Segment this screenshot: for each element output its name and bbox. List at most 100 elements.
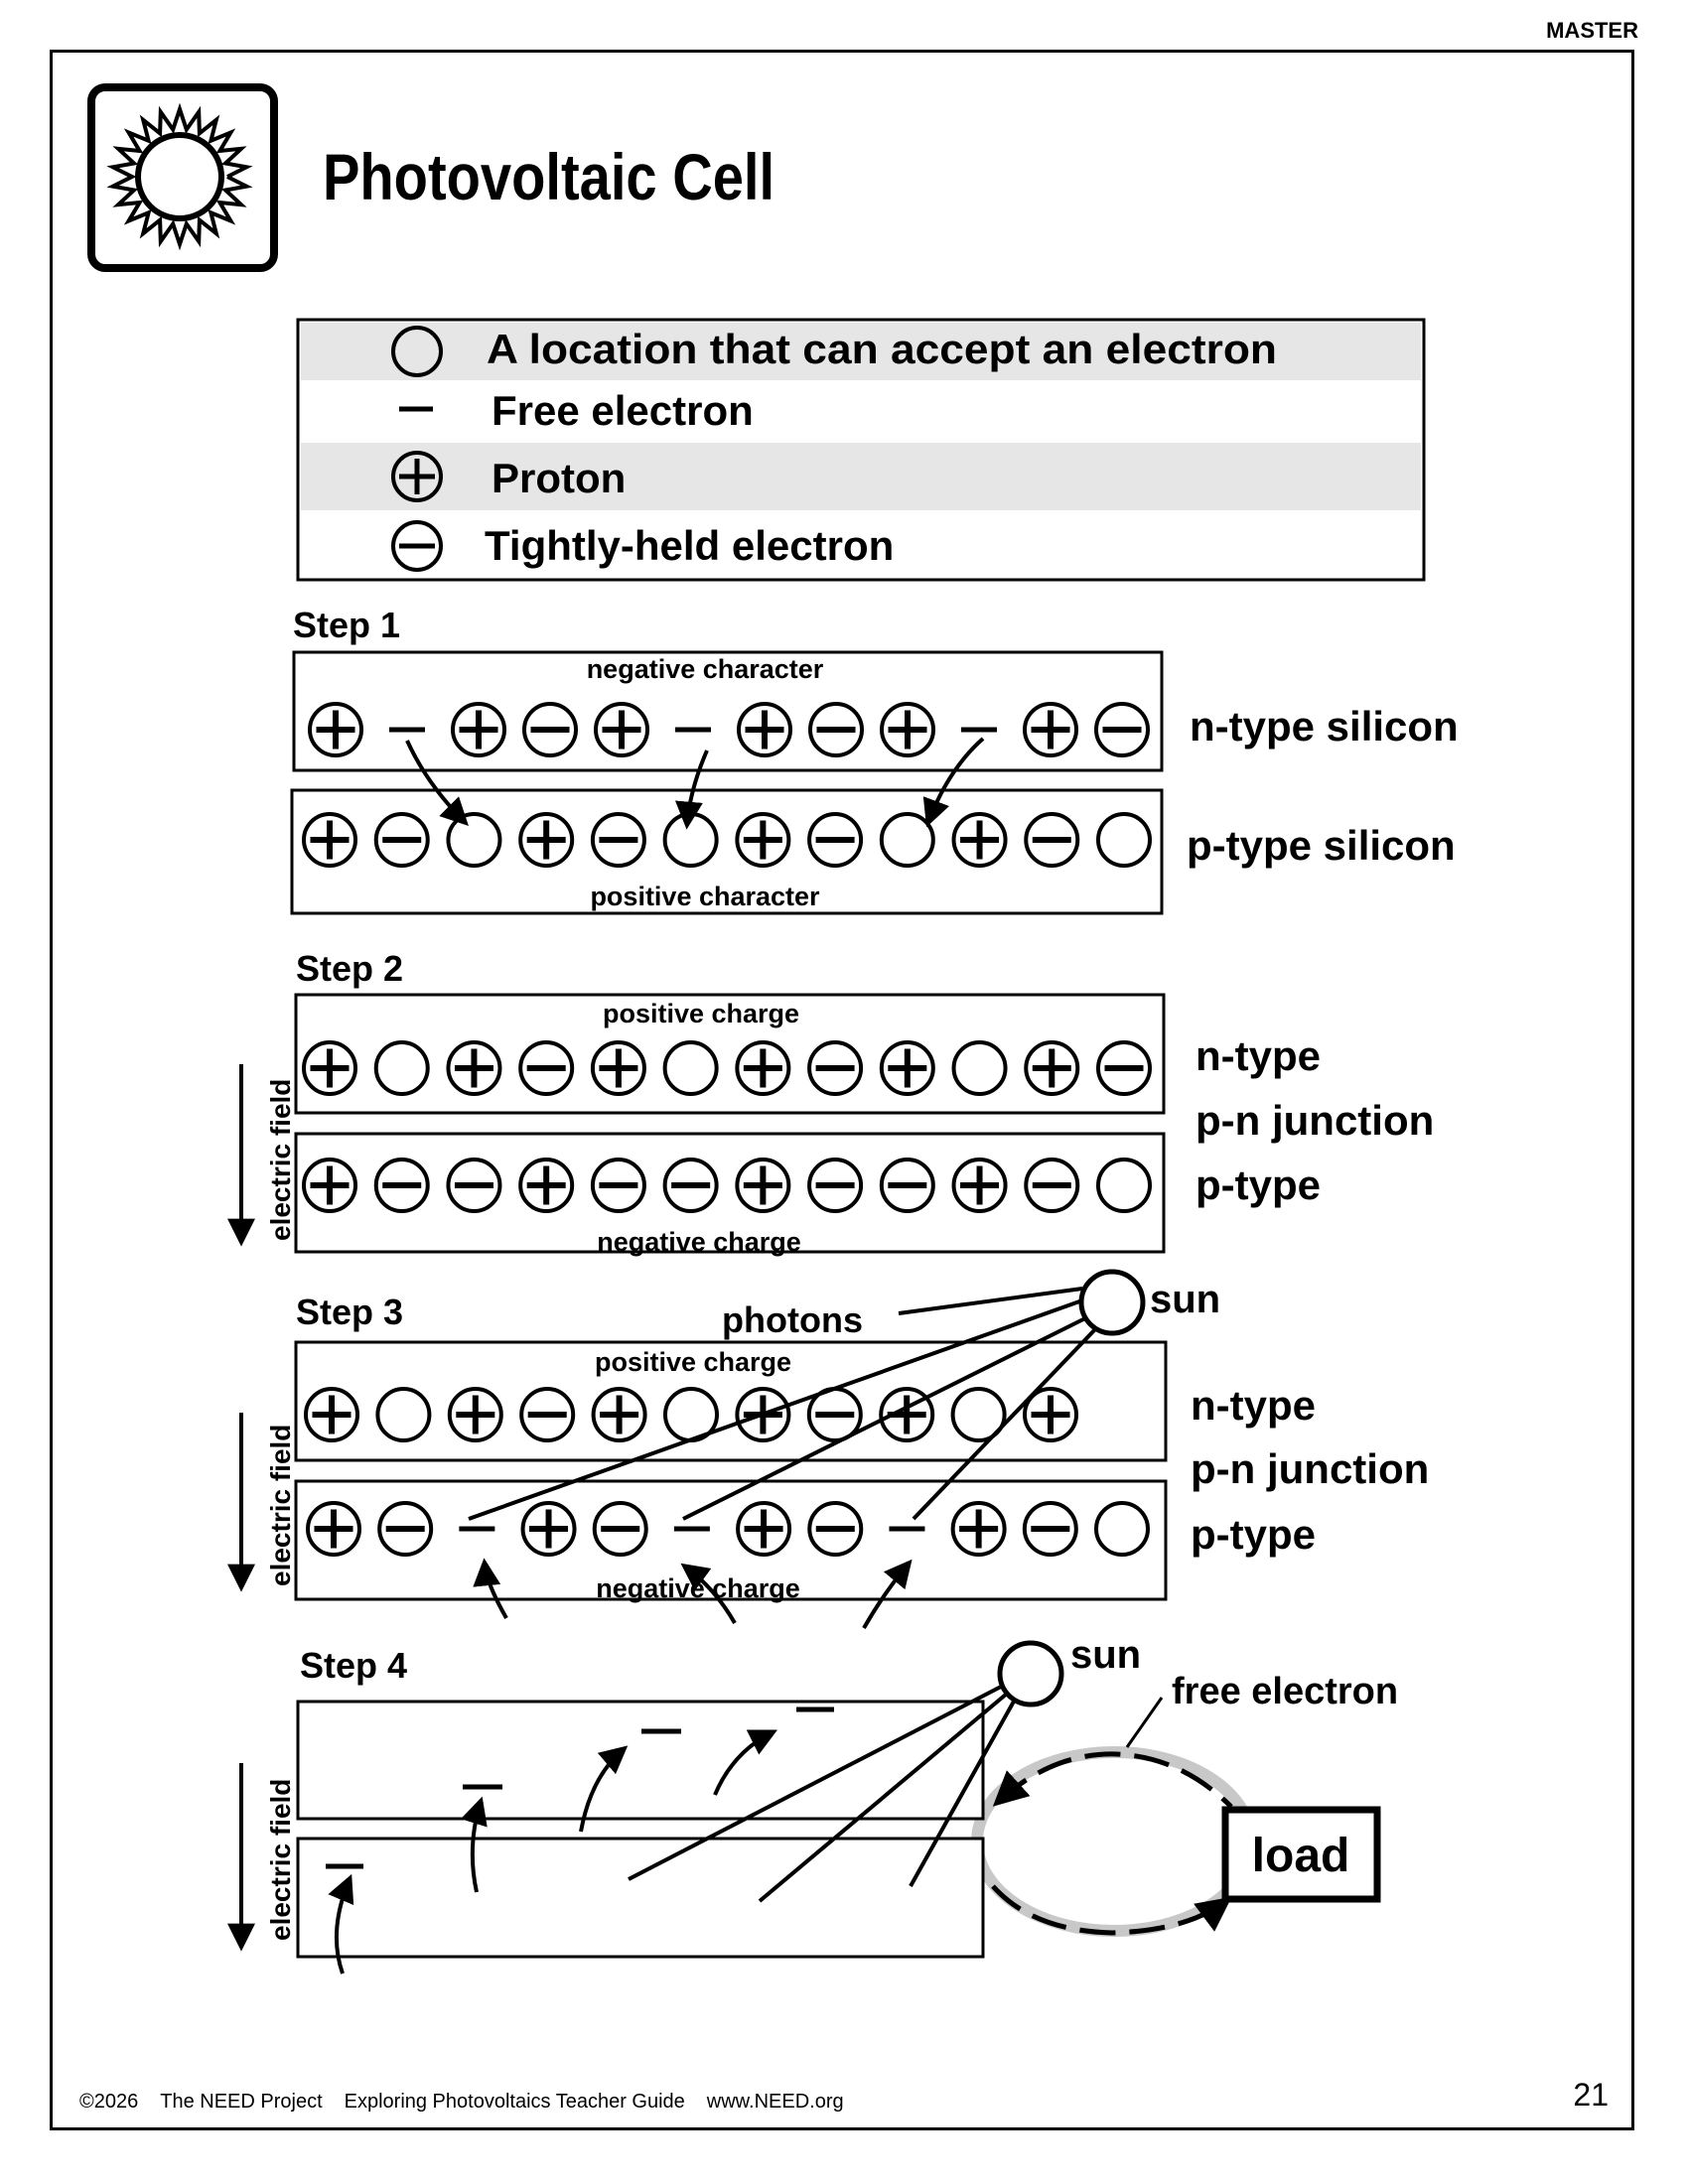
particle-proton [735,812,791,868]
step3-top-note: positive charge [595,1347,791,1377]
legend: A location that can accept an electron F… [296,318,1426,582]
particle-held [377,1501,434,1557]
particle-proton [451,702,506,757]
step2-p-label: p-type [1196,1161,1321,1208]
particle-hole [446,812,502,868]
particle-hole [373,1040,430,1096]
step1-p-row [302,812,1152,868]
particle-held [522,702,578,757]
particle-proton [446,1040,502,1096]
footer-copyright: ©2026 [79,2091,139,2113]
step2-n-row [302,1040,1152,1096]
legend-held-text: Tightly-held electron [485,522,894,569]
particle-held [519,1387,576,1442]
particle-proton [304,1387,359,1442]
particle-proton [1024,1040,1080,1096]
step1-p-layer [290,788,1164,915]
particle-held [808,702,864,757]
step4-free-electrons [326,1706,834,1869]
step1-title: Step 1 [293,605,400,645]
particle-proton [1023,702,1078,757]
page-number: 21 [1573,2077,1609,2113]
step2-title: Step 2 [296,948,403,989]
step3-photon-rays [468,1287,1098,1521]
step2-p-row [302,1158,1152,1213]
legend-hole-text: A location that can accept an electron [487,326,1277,372]
particle-hole [950,1387,1007,1442]
particle-hole [879,812,935,868]
particle-held [807,1501,864,1557]
step4-title: Step 4 [300,1645,407,1686]
particle-held [807,1158,864,1213]
legend-proton-text: Proton [492,455,626,501]
particle-proton [308,702,363,757]
step3-sun-label: sun [1150,1278,1220,1321]
particle-proton [879,1040,935,1096]
step2-p-layer [294,1132,1166,1254]
legend-proton-icon [391,451,443,502]
particle-proton [447,1387,503,1442]
particle-proton [520,1501,577,1557]
step3-field-label: electric field [265,1425,296,1586]
step3-electron-paths [473,1558,913,1629]
particle-held [1024,1158,1080,1213]
free-electron-label: free electron [1172,1671,1398,1712]
footer-url[interactable]: www.NEED.org [706,2091,844,2113]
particle-held [373,812,430,868]
external-circuit-ring [971,1746,1257,1937]
particle-held [807,1040,864,1096]
step4-p-layer [296,1837,985,1959]
legend-hole-icon [391,326,443,377]
step2-top-note: positive charge [603,999,799,1028]
particle-proton [518,1158,575,1213]
particle-proton [736,1501,792,1557]
particle-hole [1094,1501,1150,1557]
step4-photon-rays [628,1684,1017,1903]
step1-n-layer [292,650,1164,772]
particle-held [807,812,864,868]
page-title: Photovoltaic Cell [323,140,775,213]
particle-held [446,1158,502,1213]
step4-sun-label: sun [1070,1633,1141,1677]
particle-proton [735,1158,791,1213]
particle-proton [951,1158,1008,1213]
particle-proton [302,1158,357,1213]
particle-proton [591,1387,647,1442]
particle-held [1094,702,1150,757]
particle-proton [302,812,357,868]
particle-hole [1096,1158,1152,1213]
particle-hole [1096,812,1152,868]
step2-field-label: electric field [265,1079,296,1241]
step3-p-row [306,1501,1150,1557]
particle-held [1022,1501,1078,1557]
particle-held [879,1158,935,1213]
particle-proton [735,1040,791,1096]
legend-free-text: Free electron [492,387,754,434]
free-electron-pointer [1125,1697,1164,1748]
step3-n-row [304,1387,1078,1442]
step1-electron-paths [405,737,985,830]
step3-junction-label: p-n junction [1191,1445,1429,1492]
particle-proton [518,812,575,868]
step3-n-label: n-type [1191,1382,1316,1429]
particle-held [1096,1040,1152,1096]
particle-held [662,1158,719,1213]
step3-sun-icon [1078,1269,1146,1336]
step4-n-layer [296,1700,985,1821]
step4-sun-icon [997,1640,1064,1707]
particle-proton [590,1040,646,1096]
step3-p-label: p-type [1191,1511,1316,1558]
step3-n-layer [294,1340,1168,1462]
load-label: load [1252,1830,1350,1882]
step1-top-note: negative character [587,654,824,684]
particle-proton [1023,1387,1078,1442]
particle-held [1024,812,1080,868]
particle-proton [951,812,1008,868]
particle-hole [662,812,719,868]
step2-n-label: n-type [1196,1032,1321,1079]
particle-held [592,1501,648,1557]
step1-n-row [308,702,1150,757]
particle-held [518,1040,575,1096]
